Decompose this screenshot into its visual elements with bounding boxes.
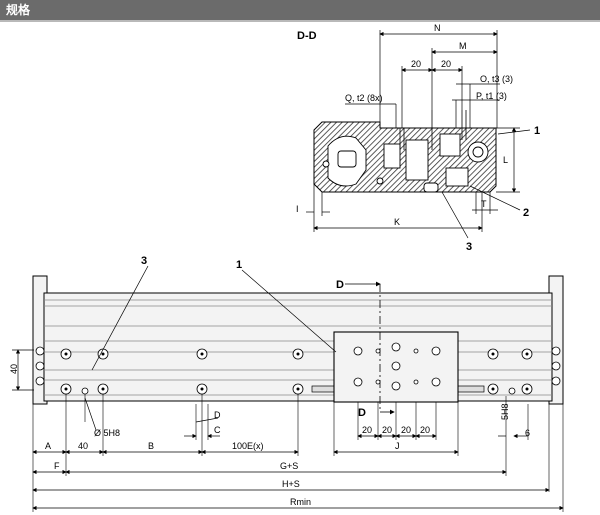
rail-body — [43, 292, 553, 402]
dim-40-horizontal: 40 — [78, 441, 88, 451]
callout-3-main: 3 — [141, 255, 147, 267]
dim-carriage-20-4: 20 — [420, 425, 430, 435]
callout-3-section: 3 — [466, 241, 472, 253]
dim-20-a: 20 — [411, 59, 421, 69]
dim-P: P, t1 (3) — [476, 91, 507, 101]
dim-N: N — [434, 23, 441, 33]
dim-diameter-5H8: Ø 5H8 — [94, 428, 120, 438]
dim-J: J — [395, 441, 400, 451]
callout-1-main: 1 — [236, 259, 242, 271]
dim-6: 6 — [525, 428, 530, 438]
dim-H-plus-S: H+S — [282, 479, 300, 489]
dim-carriage-20-3: 20 — [401, 425, 411, 435]
callout-2-section: 2 — [523, 207, 529, 219]
dim-T: T — [481, 199, 487, 209]
section-view: D-D — [296, 23, 540, 253]
dim-Q: Q, t2 (8x) — [345, 93, 383, 103]
dim-A: A — [45, 441, 51, 451]
section-voids — [322, 133, 489, 193]
dim-O: O, t3 (3) — [480, 74, 513, 84]
dim-D: D — [214, 410, 221, 420]
dim-M: M — [459, 41, 467, 51]
dim-5H8-vertical: 5H8 — [500, 403, 510, 420]
callout-1-section: 1 — [534, 125, 540, 137]
cut-label-top: D — [336, 279, 344, 291]
dim-carriage-20-2: 20 — [382, 425, 392, 435]
dim-G-plus-S: G+S — [280, 461, 298, 471]
dim-I: I — [296, 204, 299, 214]
dim-40-vertical: 40 — [9, 364, 19, 374]
dim-B: B — [148, 441, 154, 451]
side-view: D D 3 1 40 — [9, 255, 564, 512]
dim-Rmin: Rmin — [290, 497, 311, 507]
spec-header-bar: 规格 — [0, 0, 600, 22]
dim-L: L — [503, 155, 508, 165]
dim-100E: 100E(x) — [232, 441, 264, 451]
cut-label-bottom: D — [358, 407, 366, 419]
dim-20-b: 20 — [441, 59, 451, 69]
dim-F: F — [54, 461, 60, 471]
dim-K: K — [394, 217, 400, 227]
dim-C: C — [214, 425, 221, 435]
spec-header-title: 规格 — [6, 3, 31, 17]
section-view-label: D-D — [297, 30, 317, 42]
dim-carriage-20-1: 20 — [362, 425, 372, 435]
